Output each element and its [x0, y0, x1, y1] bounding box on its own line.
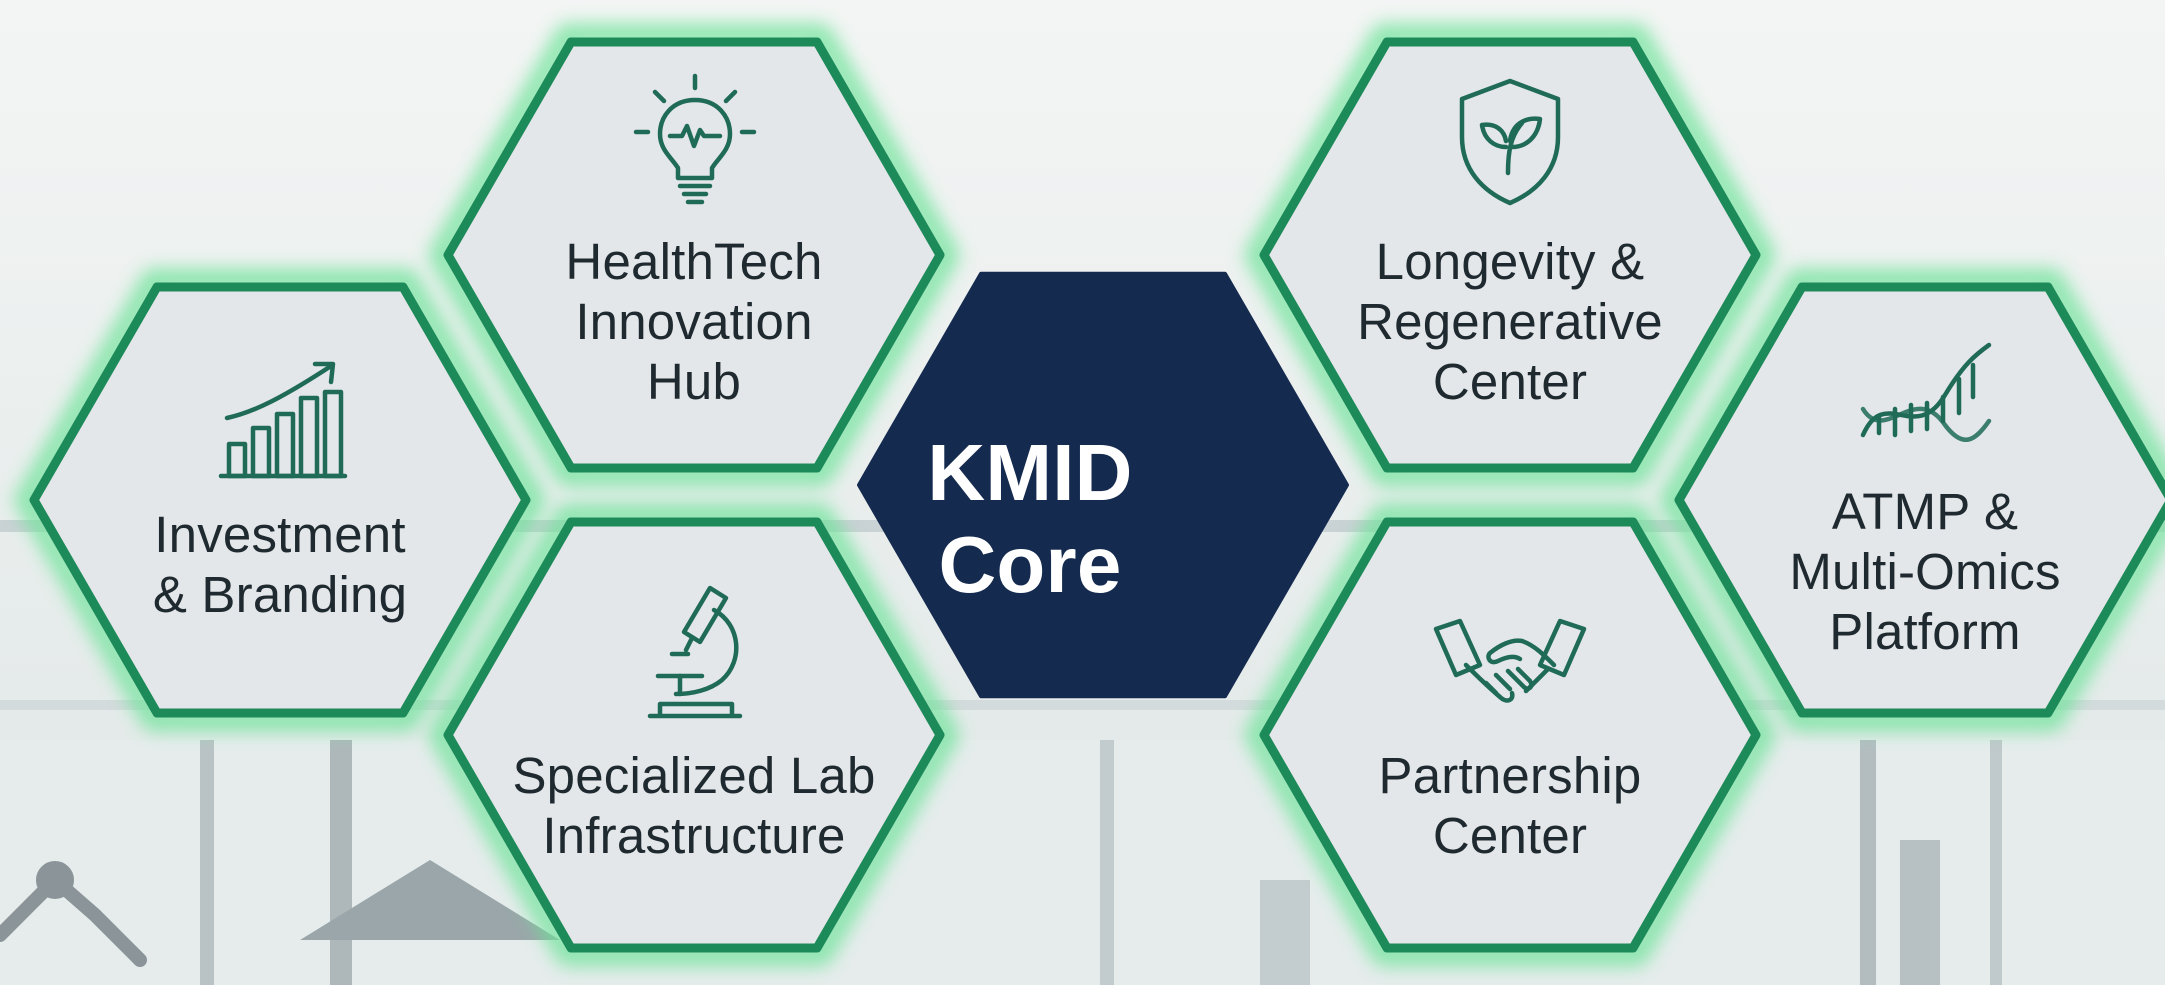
hexagon-longevity: [1245, 24, 1775, 486]
hexagon-glow: [1245, 24, 1775, 486]
shield-leaf-icon: [1459, 78, 1561, 206]
hexagon-body: [1674, 282, 2165, 718]
partnership-label: Partnership Center: [1378, 747, 1642, 864]
investment-label: Investment & Branding: [152, 506, 408, 623]
hexagon-body: [1259, 37, 1761, 473]
hexagon-glow: [429, 504, 959, 966]
hexagon-glow: [1245, 504, 1775, 966]
microscope-icon: [647, 585, 743, 719]
hexagon-glow: [1660, 269, 2165, 731]
hexagon-lab: [429, 504, 959, 966]
hexagon-body: [1259, 517, 1761, 953]
hexagon-healthtech: [429, 24, 959, 486]
hexagon-investment: [15, 269, 545, 731]
hexagon-glow: [15, 269, 545, 731]
dna-icon: [1860, 342, 1992, 443]
hexagon-atmp: [1660, 269, 2165, 731]
longevity-label: Longevity & Regenerative Center: [1357, 233, 1663, 410]
hexagon-partnership: [1245, 504, 1775, 966]
hexagon-body: [443, 37, 945, 473]
growth-chart-icon: [218, 361, 348, 479]
lab-label: Specialized Lab Infrastructure: [512, 747, 876, 864]
handshake-icon: [1433, 618, 1587, 703]
hexagon-body: [443, 517, 945, 953]
robot-arm-silhouette: [0, 861, 147, 967]
hexagon-body: [29, 282, 531, 718]
atmp-label: ATMP & Multi-Omics Platform: [1789, 483, 2061, 660]
core-hexagon-body: [857, 271, 1349, 699]
healthtech-label: HealthTech Innovation Hub: [565, 233, 823, 410]
core-label: KMID Core: [927, 428, 1133, 609]
core-hexagon: [857, 271, 1349, 699]
lightbulb-icon: [633, 73, 757, 205]
hexagon-glow: [429, 24, 959, 486]
